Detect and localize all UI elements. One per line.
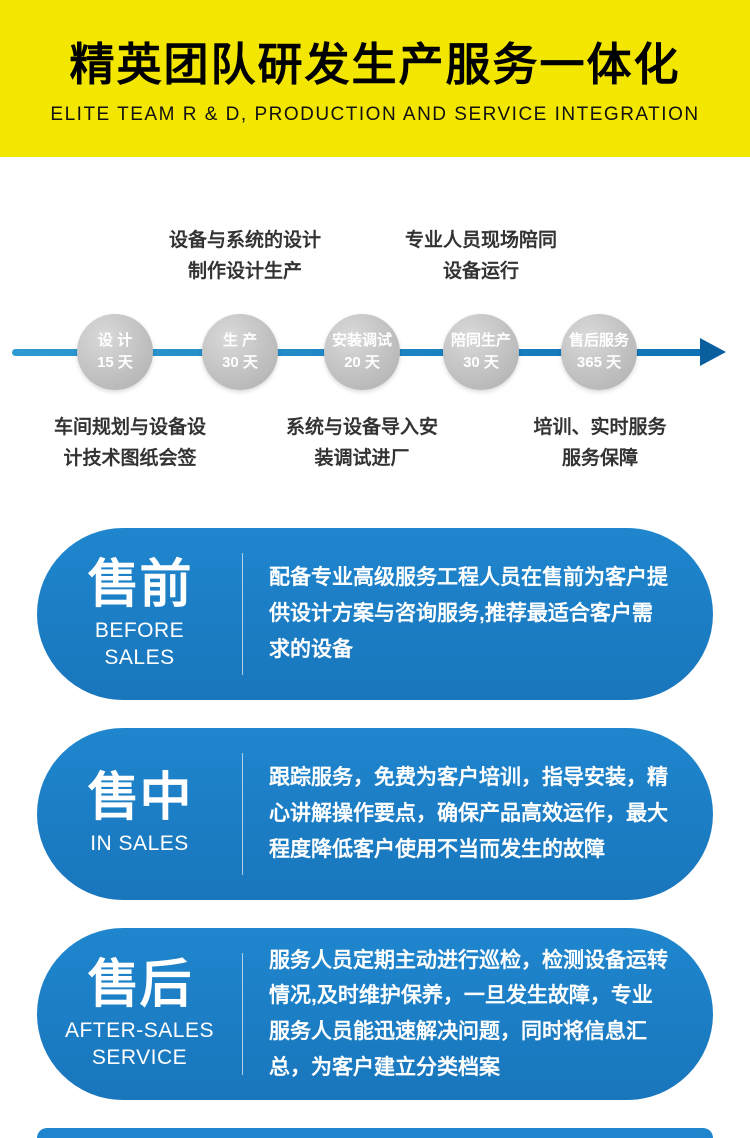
node-label: 安装调试 (331, 331, 392, 349)
card-subtitle: AFTER-SALES SERVICE (37, 1018, 242, 1071)
card-divider (242, 953, 243, 1075)
card-heading: 售后 AFTER-SALES SERVICE (37, 956, 242, 1071)
card-subtitle-line: IN SALES (90, 832, 189, 856)
page-subtitle: ELITE TEAM R & D, PRODUCTION AND SERVICE… (50, 103, 700, 125)
card-title: 售中 (87, 769, 192, 828)
annotation-line: 车间规划与设备设 (53, 417, 206, 438)
card-before-sales: 售前 BEFORE SALES 配备专业高级服务工程人员在售前为客户提供设计方案… (37, 528, 713, 700)
node-duration: 20 天 (344, 354, 380, 371)
card-title: 售后 (87, 956, 192, 1015)
timeline-annotation-bottom-2: 系统与设备导入安 装调试进厂 (252, 412, 472, 475)
card-divider (242, 753, 243, 875)
card-description: 服务人员定期主动进行巡检，检测设备运转情况,及时维护保养，一旦发生故障，专业服务… (269, 948, 668, 1079)
node-duration: 30 天 (222, 354, 258, 371)
timeline-node-accompany: 陪同生产 30 天 (443, 314, 519, 390)
node-duration: 30 天 (463, 354, 499, 371)
card-subtitle-line: SERVICE (91, 1045, 188, 1069)
annotation-line: 设备与系统的设计 (168, 230, 321, 251)
card-heading: 售中 IN SALES (37, 770, 242, 857)
card-divider (242, 553, 243, 675)
node-label: 设 计 (97, 331, 133, 349)
process-timeline: 设备与系统的设计 制作设计生产 专业人员现场陪同 设备运行 设 计 15 天 生… (0, 157, 750, 487)
timeline-annotation-top-1: 设备与系统的设计 制作设计生产 (125, 225, 365, 288)
card-title: 售前 (87, 556, 192, 615)
annotation-line: 计技术图纸会签 (63, 448, 197, 470)
card-subtitle-line: AFTER-SALES (64, 1019, 215, 1043)
annotation-line: 专业人员现场陪同 (404, 230, 557, 251)
page-title: 精英团队研发生产服务一体化 (69, 39, 681, 90)
timeline-annotation-top-2: 专业人员现场陪同 设备运行 (371, 225, 591, 288)
card-description: 配备专业高级服务工程人员在售前为客户提供设计方案与咨询服务,推荐最适合客户需求的… (269, 566, 668, 661)
card-subtitle-line: SALES (104, 645, 175, 669)
annotation-line: 设备运行 (442, 261, 519, 283)
card-in-sales: 售中 IN SALES 跟踪服务，免费为客户培训，指导安装，精心讲解操作要点，确… (37, 728, 713, 900)
timeline-node-design: 设 计 15 天 (77, 314, 153, 390)
node-label: 生 产 (222, 331, 258, 349)
card-subtitle: BEFORE SALES (37, 618, 242, 671)
node-label: 售后服务 (568, 331, 629, 349)
annotation-line: 装调试进厂 (314, 448, 410, 470)
timeline-annotation-bottom-3: 培训、实时服务 服务保障 (490, 412, 710, 475)
card-after-sales: 售后 AFTER-SALES SERVICE 服务人员定期主动进行巡检，检测设备… (37, 928, 713, 1100)
timeline-node-aftersales: 售后服务 365 天 (561, 314, 637, 390)
node-duration: 15 天 (97, 354, 133, 371)
header-banner: 精英团队研发生产服务一体化 ELITE TEAM R & D, PRODUCTI… (0, 0, 750, 157)
annotation-line: 制作设计生产 (187, 261, 302, 283)
service-cards: 售前 BEFORE SALES 配备专业高级服务工程人员在售前为客户提供设计方案… (0, 528, 750, 1138)
timeline-node-installation: 安装调试 20 天 (324, 314, 400, 390)
annotation-line: 系统与设备导入安 (285, 417, 438, 438)
card-description: 跟踪服务，免费为客户培训，指导安装，精心讲解操作要点，确保产品高效运作，最大程度… (269, 766, 668, 861)
card-subtitle: IN SALES (37, 831, 242, 857)
next-card-partial-edge (37, 1128, 713, 1138)
timeline-arrowhead-icon (700, 338, 726, 366)
annotation-line: 服务保障 (561, 448, 638, 470)
timeline-annotation-bottom-1: 车间规划与设备设 计技术图纸会签 (20, 412, 240, 475)
node-duration: 365 天 (576, 354, 622, 371)
card-subtitle-line: BEFORE (94, 619, 185, 643)
node-label: 陪同生产 (450, 331, 511, 349)
card-heading: 售前 BEFORE SALES (37, 556, 242, 671)
annotation-line: 培训、实时服务 (533, 417, 667, 438)
timeline-node-production: 生 产 30 天 (202, 314, 278, 390)
